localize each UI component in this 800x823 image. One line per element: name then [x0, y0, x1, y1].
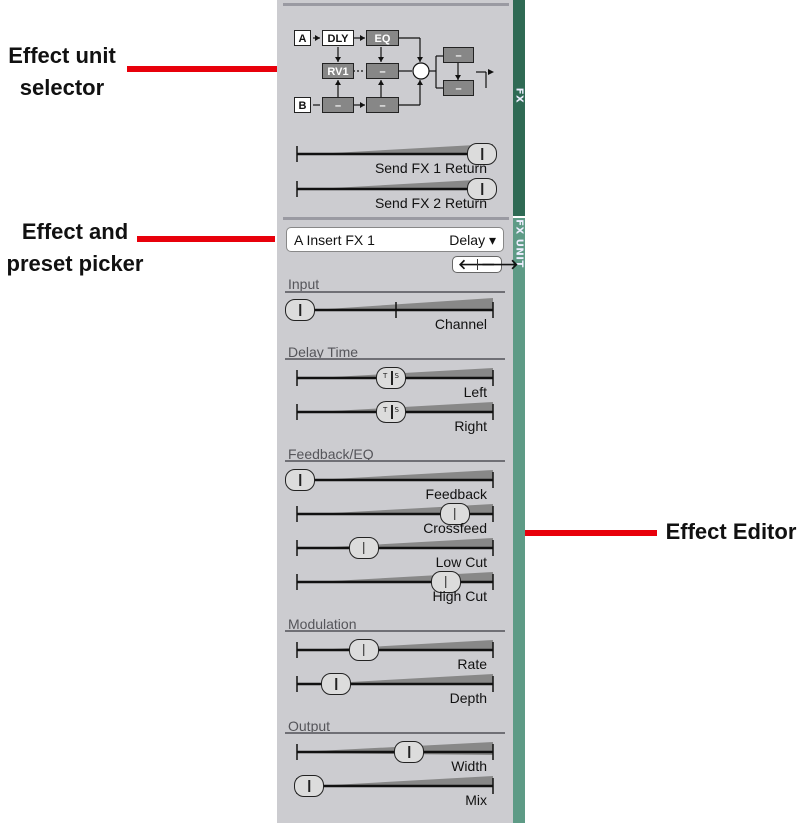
section-input-title: Input	[288, 276, 320, 292]
high-cut-slider[interactable]: High Cut	[291, 570, 503, 604]
slider-handle[interactable]	[439, 503, 470, 525]
slot-empty-1-button[interactable]: –	[366, 63, 399, 79]
slider-wedge	[297, 144, 493, 155]
tab-fx[interactable]: FX	[513, 0, 525, 216]
next-arrow-icon[interactable]: 🡒	[481, 256, 519, 272]
fx-unit-divider	[283, 217, 509, 220]
slider-wedge	[297, 640, 493, 651]
callout-picker-line1: Effect and	[21, 219, 129, 244]
slider-handle[interactable]	[285, 469, 315, 491]
section-output-title: Output	[288, 718, 331, 734]
slider-label: Feedback	[425, 486, 487, 502]
slider-handle[interactable]	[348, 537, 379, 559]
output-width-slider[interactable]: Width	[291, 740, 503, 774]
slider-label: Low Cut	[435, 554, 487, 570]
panel-top-divider	[283, 3, 509, 6]
slider-handle[interactable]	[348, 639, 379, 661]
low-cut-slider[interactable]: Low Cut	[291, 536, 503, 570]
send-fx2-slider[interactable]: Send FX 2 Return	[291, 177, 503, 211]
slider-wedge	[297, 538, 493, 549]
slider-wedge	[297, 298, 493, 311]
tempo-sync-s: S	[394, 372, 399, 380]
master-slot-1-button[interactable]: –	[443, 47, 474, 63]
slider-handle[interactable]	[394, 741, 425, 763]
knob-divider	[391, 405, 393, 419]
knob-divider	[391, 371, 393, 385]
slider-label: Width	[451, 758, 487, 774]
slot-eq-button[interactable]: EQ	[366, 30, 399, 46]
prev-arrow-icon[interactable]: 🡐	[458, 256, 496, 273]
callout-editor: Effect Editor	[665, 519, 797, 544]
slider-label: Right	[454, 418, 487, 434]
slider-label: Channel	[434, 316, 487, 332]
slider-handle[interactable]	[321, 673, 352, 695]
section-modulation-title: Modulation	[288, 616, 357, 632]
section-feedback-eq-title: Feedback/EQ	[288, 446, 374, 462]
slider-label: High Cut	[432, 588, 487, 604]
callout-unit-selector-pointer	[127, 66, 281, 72]
input-a-button[interactable]: A	[294, 30, 311, 46]
slider-label: Send FX 1 Return	[374, 160, 487, 176]
slider-label: Rate	[457, 656, 487, 672]
effect-type-dropdown[interactable]: Delay ▾	[449, 232, 496, 248]
slider-handle[interactable]	[285, 299, 315, 321]
section-output-rule	[285, 732, 505, 734]
slider-track	[297, 298, 494, 318]
slider-label: Depth	[449, 690, 487, 706]
tempo-sync-s: S	[394, 406, 399, 414]
mod-rate-slider[interactable]: Rate	[291, 638, 503, 672]
slider-label: Mix	[465, 792, 487, 808]
slider-handle[interactable]	[430, 571, 461, 593]
callout-picker-line2: preset picker	[6, 251, 144, 276]
slot-empty-2-button[interactable]: –	[322, 97, 354, 113]
slot-dly-button[interactable]: DLY	[322, 30, 354, 46]
slider-handle[interactable]	[467, 178, 497, 200]
slider-label: Left	[463, 384, 487, 400]
slot-rv1-button[interactable]: RV1	[322, 63, 354, 79]
effect-preset-picker[interactable]: A Insert FX 1 Delay ▾	[286, 227, 504, 252]
callout-unit-selector-line1: Effect unit	[8, 43, 116, 68]
section-modulation-rule	[285, 630, 505, 632]
callout-unit-selector-line2: selector	[19, 75, 105, 100]
crossfeed-slider[interactable]: Crossfeed	[291, 502, 503, 536]
input-channel-slider[interactable]: Channel	[285, 298, 503, 332]
slider-handle[interactable]	[294, 775, 325, 797]
slider-track	[296, 640, 494, 658]
effect-unit-name: A Insert FX 1	[294, 232, 375, 248]
callout-unit-selector: Effect unit selector	[0, 40, 124, 104]
slider-wedge	[297, 470, 493, 481]
mod-depth-slider[interactable]: Depth	[291, 672, 503, 706]
output-mix-slider[interactable]: Mix	[291, 774, 503, 808]
tab-fx-unit[interactable]: FX UNIT	[513, 218, 525, 823]
tempo-sync-t: T	[383, 372, 388, 380]
callout-picker: Effect and preset picker	[0, 216, 150, 280]
section-delay-time-rule	[285, 358, 505, 360]
callout-editor-pointer	[521, 530, 657, 536]
slider-wedge	[297, 179, 493, 190]
slider-label: Send FX 2 Return	[374, 195, 487, 211]
tempo-sync-t: T	[383, 406, 388, 414]
master-slot-2-button[interactable]: –	[443, 80, 474, 96]
preset-nav: 🡐 🡒	[452, 256, 519, 273]
slot-empty-3-button[interactable]: –	[366, 97, 399, 113]
slider-handle[interactable]	[467, 143, 497, 165]
send-fx1-slider[interactable]: Send FX 1 Return	[291, 142, 503, 176]
section-feedback-eq-rule	[285, 460, 505, 462]
slider-track	[297, 470, 494, 488]
slider-wedge	[297, 776, 493, 787]
input-b-button[interactable]: B	[294, 97, 311, 113]
slider-label: Crossfeed	[423, 520, 487, 536]
slider-track	[296, 538, 494, 556]
feedback-slider[interactable]: Feedback	[285, 468, 503, 502]
preset-nav-divider	[477, 259, 478, 270]
section-delay-time-title: Delay Time	[288, 344, 359, 360]
callout-picker-pointer	[137, 236, 275, 242]
section-input-rule	[285, 291, 505, 293]
